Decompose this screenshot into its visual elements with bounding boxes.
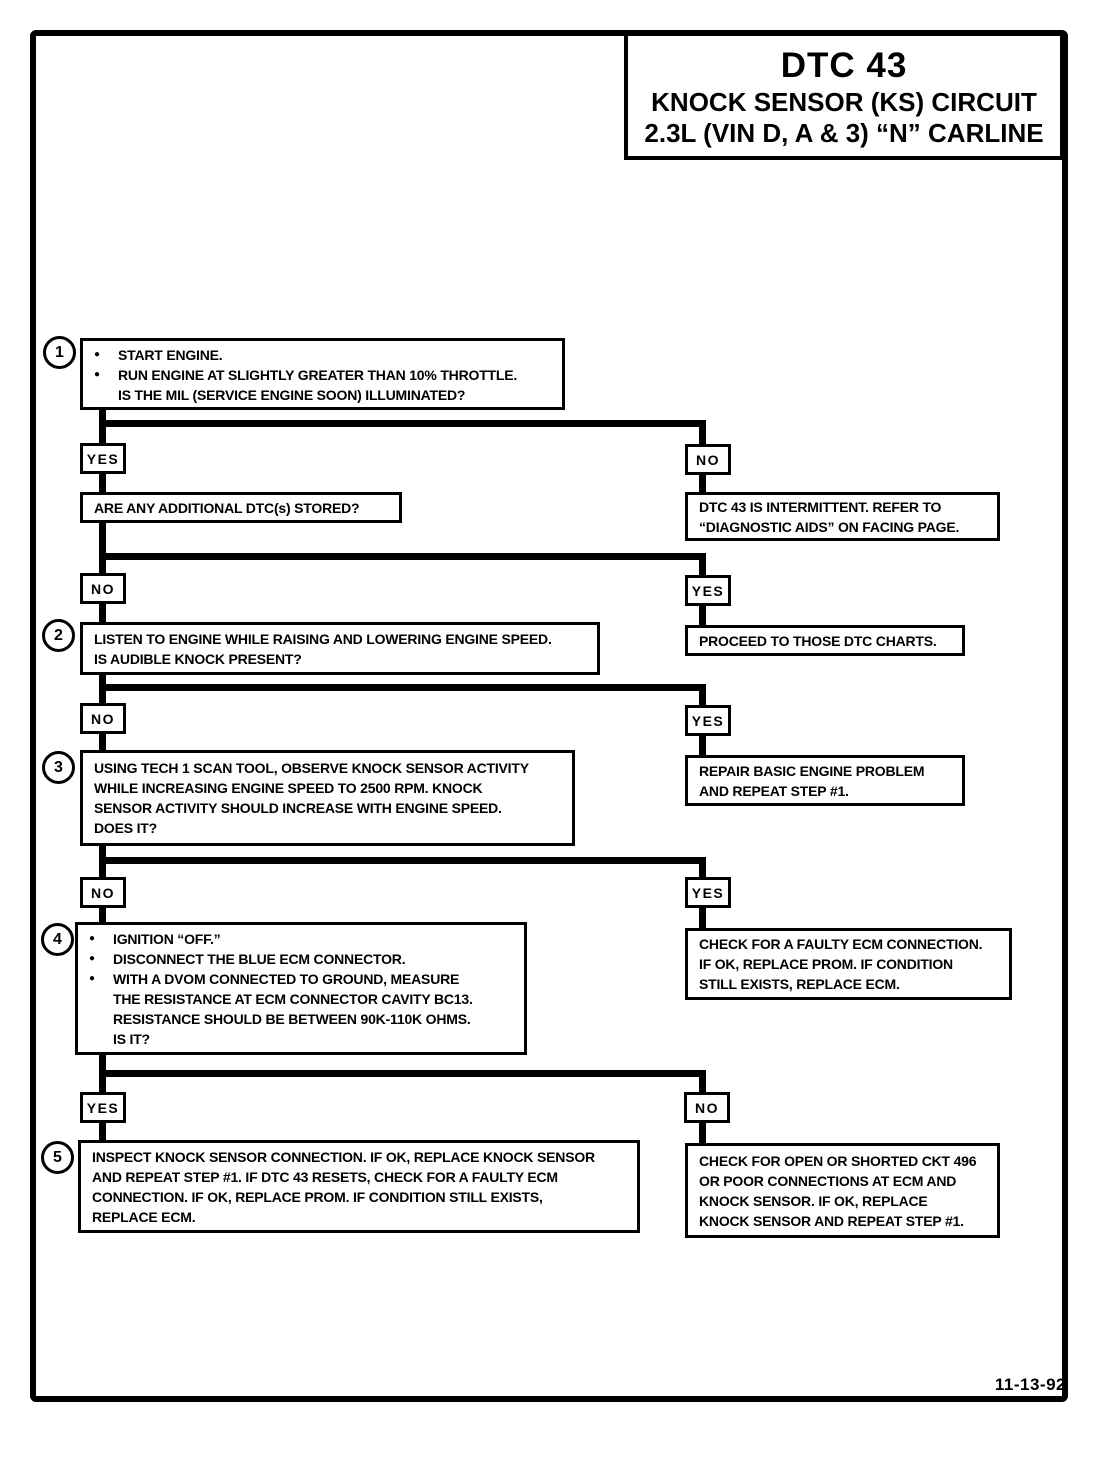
- connector-line: [699, 905, 706, 932]
- connector-line: [699, 684, 706, 709]
- intermittent-box: DTC 43 IS INTERMITTENT. REFER TO “DIAGNO…: [685, 492, 1000, 541]
- decision-no-1: NO: [685, 444, 731, 475]
- connector-line: [699, 857, 706, 881]
- bullet-icon: ●: [94, 349, 100, 360]
- step4-bullet1-text: IGNITION “OFF.”: [113, 931, 221, 947]
- dtc-title: DTC 43: [780, 46, 908, 85]
- connector-line: [699, 732, 706, 759]
- connector-line: [99, 904, 106, 926]
- step2-box: LISTEN TO ENGINE WHILE RAISING AND LOWER…: [80, 622, 600, 675]
- subtitle-line2: 2.3L (VIN D, A & 3) “N” CARLINE: [644, 118, 1044, 148]
- step1-bullet1-text: START ENGINE.: [118, 347, 223, 363]
- step5-box: INSPECT KNOCK SENSOR CONNECTION. IF OK, …: [78, 1140, 640, 1233]
- step3-badge: 3: [42, 751, 75, 784]
- decision-yes-3: YES: [685, 705, 731, 736]
- decision-no-2: NO: [80, 573, 126, 604]
- step4-bullet2-text: DISCONNECT THE BLUE ECM CONNECTOR.: [113, 951, 406, 967]
- step3-box: USING TECH 1 SCAN TOOL, OBSERVE KNOCK SE…: [80, 750, 575, 846]
- question-additional-dtcs-box: ARE ANY ADDITIONAL DTC(s) STORED?: [80, 492, 402, 523]
- step4-box: ● IGNITION “OFF.” ● DISCONNECT THE BLUE …: [75, 922, 527, 1055]
- bullet-icon: ●: [89, 973, 95, 984]
- connector-line: [699, 471, 706, 496]
- connector-line: [699, 1119, 706, 1147]
- decision-no-4: NO: [80, 877, 126, 908]
- connector-line: [99, 600, 106, 626]
- step4-badge: 4: [41, 923, 74, 956]
- date-stamp: 11-13-92: [994, 1375, 1066, 1394]
- title-box: DTC 43 KNOCK SENSOR (KS) CIRCUIT 2.3L (V…: [624, 32, 1064, 160]
- repair-basic-box: REPAIR BASIC ENGINE PROBLEM AND REPEAT S…: [685, 755, 965, 806]
- bullet-icon: ●: [94, 369, 100, 380]
- faulty-ecm-box: CHECK FOR A FAULTY ECM CONNECTION. IF OK…: [685, 928, 1012, 1000]
- bullet-icon: ●: [89, 953, 95, 964]
- step4-bullet3-text: WITH A DVOM CONNECTED TO GROUND, MEASURE…: [113, 971, 473, 1047]
- connector-line: [99, 470, 106, 496]
- bullet-icon: ●: [89, 933, 95, 944]
- connector-line: [99, 730, 106, 754]
- connector-line: [699, 420, 706, 448]
- connector-line: [699, 602, 706, 629]
- connector-line: [99, 857, 706, 864]
- connector-line: [99, 1118, 106, 1144]
- decision-yes-4: YES: [685, 877, 731, 908]
- decision-no-5: NO: [684, 1092, 730, 1123]
- connector-line: [699, 1070, 706, 1096]
- decision-no-3: NO: [80, 703, 126, 734]
- connector-line: [99, 520, 106, 578]
- connector-line: [99, 406, 106, 448]
- page-border: [30, 30, 1068, 1402]
- step1-bullet2-text: RUN ENGINE AT SLIGHTLY GREATER THAN 10% …: [118, 367, 518, 403]
- ckt496-box: CHECK FOR OPEN OR SHORTED CKT 496 OR POO…: [685, 1143, 1000, 1238]
- decision-yes-5: YES: [80, 1092, 126, 1123]
- step5-badge: 5: [41, 1141, 74, 1174]
- subtitle-line1: KNOCK SENSOR (KS) CIRCUIT: [651, 87, 1037, 117]
- connector-line: [99, 684, 706, 691]
- step1-badge: 1: [43, 336, 76, 369]
- step2-badge: 2: [42, 619, 75, 652]
- decision-yes-1: YES: [80, 443, 126, 474]
- proceed-box: PROCEED TO THOSE DTC CHARTS.: [685, 625, 965, 656]
- decision-yes-2: YES: [685, 575, 731, 606]
- connector-line: [99, 420, 706, 427]
- connector-line: [699, 553, 706, 579]
- connector-line: [99, 553, 706, 560]
- step1-box: ● START ENGINE. ● RUN ENGINE AT SLIGHTLY…: [80, 338, 565, 410]
- connector-line: [99, 1070, 706, 1077]
